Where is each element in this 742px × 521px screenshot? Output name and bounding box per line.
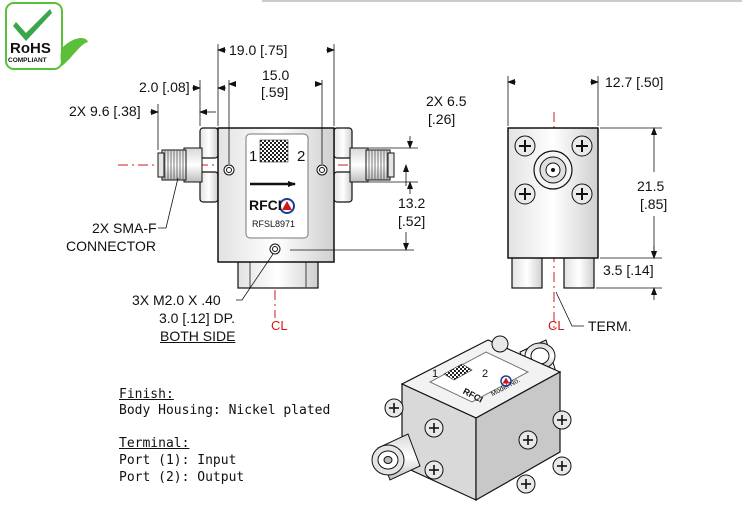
rohs-badge	[5, 2, 88, 70]
dim-foot-height: 3.5 [.14]	[603, 262, 654, 278]
screw-callout-line3: BOTH SIDE	[160, 328, 236, 344]
brand-label: RFCI	[249, 197, 282, 213]
right-sma-connector	[349, 147, 395, 183]
iso-front-connector	[371, 433, 421, 481]
terminal-port-2: Port (2): Output	[119, 470, 245, 485]
left-sma-connector	[157, 147, 203, 183]
iso-port-2-label: 2	[482, 368, 489, 380]
qr-code	[259, 139, 289, 163]
dim-hole-spacing: 15.0	[262, 67, 290, 83]
screw-callout-line2: 3.0 [.12] DP.	[159, 310, 236, 326]
terminal-port-1: Port (1): Input	[119, 453, 237, 468]
dim-connector-width-inch: [.26]	[428, 111, 456, 127]
dim-center-height: 13.2	[398, 195, 426, 211]
side-centerline-mark: CL	[548, 318, 565, 333]
side-view	[507, 112, 599, 332]
connector-callout-line1: 2X SMA-F	[92, 220, 157, 236]
dim-overall-width: 19.0 [.75]	[229, 42, 288, 58]
front-dimensions	[150, 44, 418, 301]
finish-value: Body Housing: Nickel plated	[119, 403, 331, 418]
term-callout: TERM.	[588, 318, 632, 334]
screw-callout-line1: 3X M2.0 X .40	[132, 292, 221, 308]
connector-callout-line2: CONNECTOR	[66, 238, 156, 254]
port-2-label: 2	[297, 148, 306, 165]
front-centerline-mark: CL	[271, 318, 288, 333]
dim-hole-spacing-inch: [.59]	[261, 84, 289, 100]
dim-side-depth: 12.7 [.50]	[605, 74, 664, 90]
iso-right-face	[475, 370, 561, 502]
isometric-view	[371, 335, 572, 502]
front-view	[118, 127, 395, 318]
port-1-label: 1	[249, 148, 258, 165]
rohs-subtitle: COMPLIANT	[8, 57, 47, 64]
iso-port-1-label: 1	[432, 368, 439, 380]
rohs-title: RoHS	[10, 40, 51, 57]
model-label: RFSL8971	[252, 219, 296, 229]
dim-connector-width: 2X 6.5	[426, 93, 467, 109]
finish-title: Finish:	[119, 387, 174, 402]
rohs-badge-frame	[5, 2, 63, 70]
terminal-title: Terminal:	[119, 436, 190, 451]
dim-edge-offset: 2.0 [.08]	[139, 79, 190, 95]
leaf-icon	[60, 38, 88, 66]
check-icon	[13, 9, 52, 41]
iso-qr-code	[443, 363, 473, 381]
side-dimensions	[507, 76, 662, 327]
dim-center-height-inch: [.52]	[398, 213, 426, 229]
dim-side-height: 21.5	[637, 178, 665, 194]
dim-side-height-inch: [.85]	[640, 196, 668, 212]
dim-connector-length: 2X 9.6 [.38]	[69, 103, 141, 119]
